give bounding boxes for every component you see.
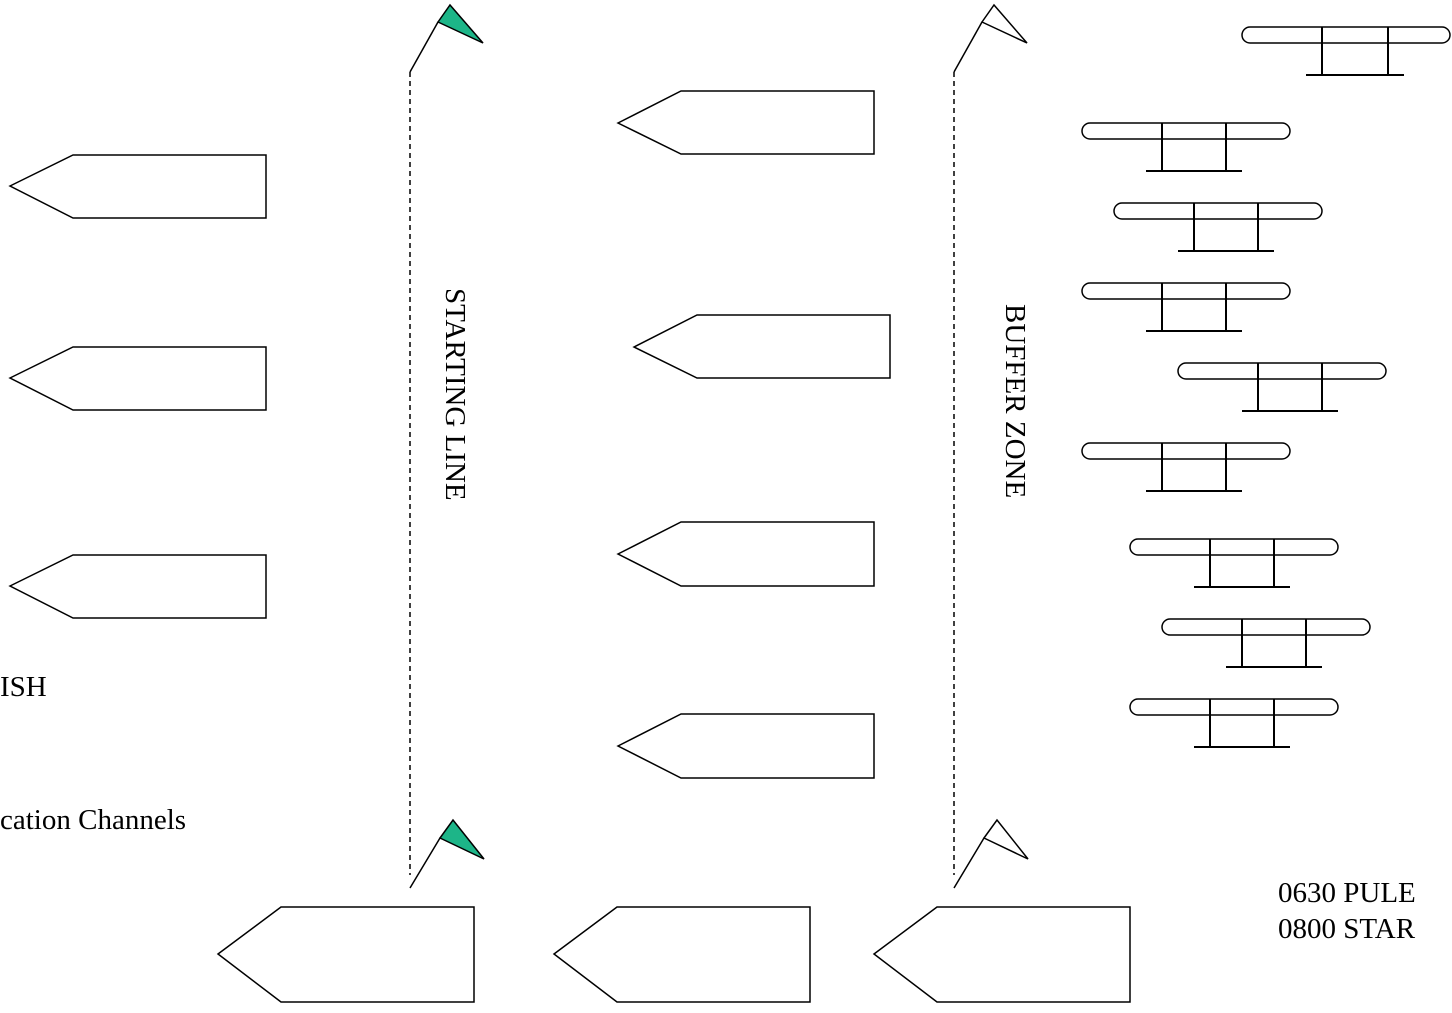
boat-icon xyxy=(616,713,875,779)
flag-pole xyxy=(953,837,985,889)
outrigger-canoe-icon xyxy=(1081,282,1291,332)
flag-pole xyxy=(409,837,441,889)
boat-icon xyxy=(872,906,1131,1003)
boat-icon xyxy=(8,554,267,619)
white-flag-icon xyxy=(982,818,1029,860)
schedule-line-2: 0800 STAR xyxy=(1278,913,1416,945)
boat-icon xyxy=(616,90,875,155)
green-flag-icon xyxy=(436,3,484,44)
left-text-2: cation Channels xyxy=(0,804,187,836)
outrigger-canoe-icon xyxy=(1241,26,1451,76)
boat-icon xyxy=(8,346,267,411)
white-flag-icon xyxy=(980,3,1028,44)
buffer-zone-label: BUFFER ZONE xyxy=(999,304,1031,499)
flag-pole xyxy=(953,21,983,73)
boat-icon xyxy=(216,906,475,1003)
left-text-1: ISH xyxy=(0,671,47,703)
outrigger-canoe-icon xyxy=(1081,122,1291,172)
outrigger-canoe-icon xyxy=(1161,618,1371,668)
flag-pole xyxy=(409,21,439,73)
outrigger-canoe-icon xyxy=(1129,698,1339,748)
outrigger-canoe-icon xyxy=(1113,202,1323,252)
boat-icon xyxy=(616,521,875,587)
boat-icon xyxy=(552,906,811,1003)
boat-icon xyxy=(8,154,267,219)
green-flag-icon xyxy=(438,818,485,860)
boat-icon xyxy=(632,314,891,379)
starting-line-label: STARTING LINE xyxy=(439,288,471,501)
schedule-line-1: 0630 PULE xyxy=(1278,877,1416,909)
outrigger-canoe-icon xyxy=(1129,538,1339,588)
outrigger-canoe-icon xyxy=(1081,442,1291,492)
outrigger-canoe-icon xyxy=(1177,362,1387,412)
